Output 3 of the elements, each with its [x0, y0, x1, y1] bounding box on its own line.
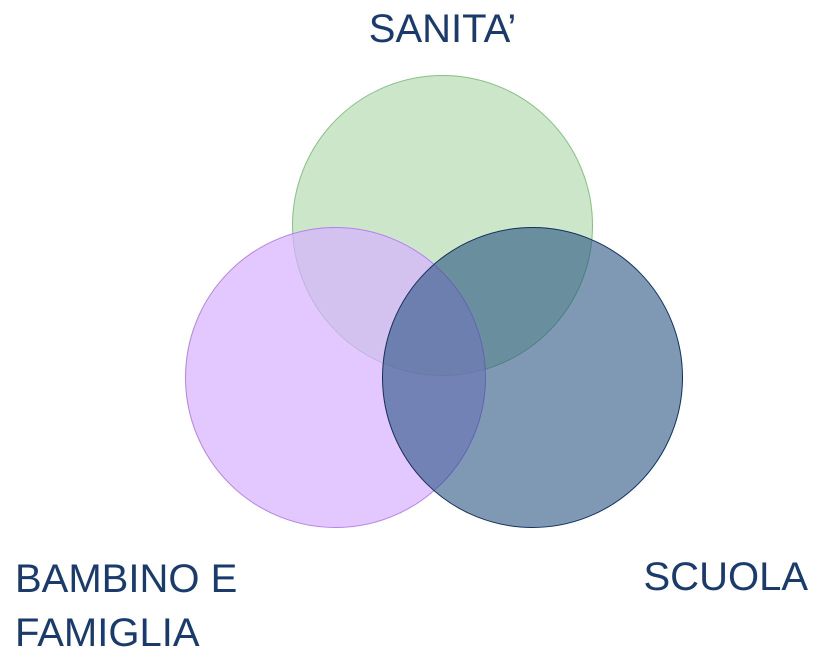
set-label: SCUOLA — [644, 554, 808, 601]
set-label: SANITA’ — [368, 6, 516, 53]
set-label: BAMBINO E FAMIGLIA — [15, 556, 238, 652]
